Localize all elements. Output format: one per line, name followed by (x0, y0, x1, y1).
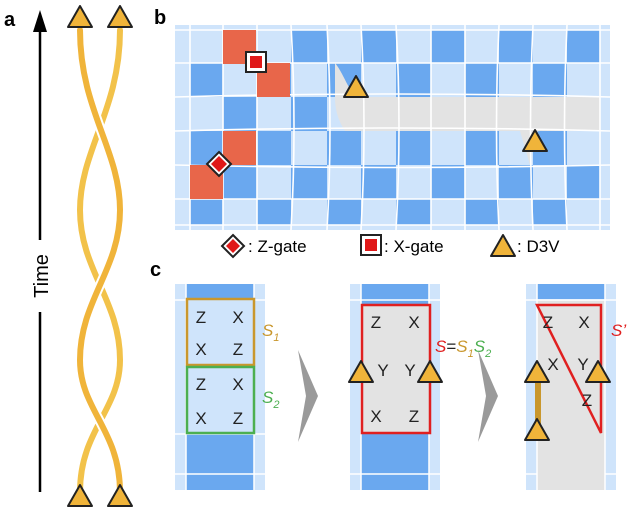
op-s-4: Y (404, 361, 415, 380)
d3v-marker (524, 418, 550, 441)
op-s2-3: X (195, 409, 206, 428)
strip-s1-s2: Z X X Z Z X X Z S1 S2 (175, 284, 279, 490)
op-sp-2: X (578, 313, 589, 332)
op-sp-1: Z (543, 313, 553, 332)
d3v-marker (343, 75, 369, 98)
panel-label-b: b (154, 7, 166, 29)
op-s2-2: X (232, 375, 243, 394)
z-gate-legend-label: : Z-gate (248, 237, 307, 256)
op-s1-1: Z (196, 308, 206, 327)
op-sp-5: Z (582, 391, 592, 410)
strip-s-prime: Z X X Y Z S’ (524, 284, 626, 490)
time-label: Time (31, 254, 53, 298)
s1-label: S1 (262, 321, 279, 344)
s2-box (185, 365, 256, 435)
op-s-5: X (370, 407, 381, 426)
z-gate-icon (220, 233, 246, 259)
d3v-marker (417, 360, 443, 383)
d3v-icon (490, 234, 516, 257)
op-s-1: Z (371, 313, 381, 332)
d3v-legend-label: : D3V (517, 237, 560, 256)
op-sp-3: X (547, 355, 558, 374)
d3v-marker (67, 484, 93, 507)
strip-s-merged: Z X Y Y X Z S=S1S2 (348, 284, 491, 490)
gate-cell (223, 131, 256, 165)
s-equation: S=S1S2 (435, 337, 491, 360)
d3v-marker (524, 360, 550, 383)
op-s-3: Y (377, 361, 388, 380)
next-step-chevron (298, 350, 318, 442)
x-gate-icon (360, 234, 382, 256)
op-sp-4: Y (577, 355, 588, 374)
surface-code-lattice (174, 24, 611, 231)
braid-worldlines (67, 5, 133, 507)
panel-label-a: a (4, 9, 16, 31)
d3v-marker (348, 360, 374, 383)
twist-segment (535, 372, 541, 428)
d3v-marker (522, 129, 548, 152)
s-prime-label: S’ (611, 321, 626, 340)
d3v-marker (585, 360, 611, 383)
x-gate-legend-label: : X-gate (384, 237, 444, 256)
worldline (76, 27, 124, 495)
defect-region (335, 63, 600, 165)
d3v-marker (67, 5, 93, 28)
op-s1-3: X (195, 340, 206, 359)
op-s1-4: Z (233, 340, 243, 359)
op-s-6: Z (409, 407, 419, 426)
d3v-marker (107, 484, 133, 507)
next-step-chevron (478, 350, 498, 442)
op-s-2: X (408, 313, 419, 332)
legend: : Z-gate : X-gate : D3V (220, 233, 560, 259)
s-box (360, 303, 432, 435)
panel-label-c: c (150, 259, 161, 281)
op-s2-1: Z (196, 375, 206, 394)
op-s1-2: X (232, 308, 243, 327)
d3v-marker (107, 5, 133, 28)
s2-label: S2 (262, 388, 279, 411)
op-s2-4: Z (233, 409, 243, 428)
s1-box (185, 297, 256, 367)
